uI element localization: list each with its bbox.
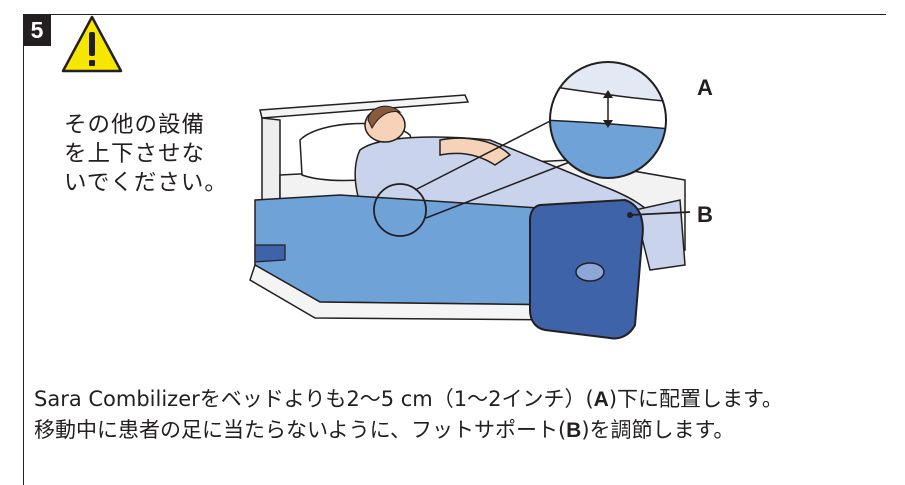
instruction-line-1-end: )下に配置します。	[608, 387, 783, 411]
instruction-line-1: Sara Combilizerをベッドよりも2〜5 cm（1〜2インチ）(A)下…	[34, 384, 894, 415]
warning-triangle-icon	[61, 15, 123, 73]
reference-a: A	[593, 388, 609, 411]
label-a: A	[697, 75, 713, 100]
warning-text: その他の設備 を上下させな いでください。	[64, 111, 239, 198]
instruction-line-2-end: )を調節します。	[581, 418, 735, 442]
instruction-line-1-text: Sara Combilizerをベッドよりも2〜5 cm（1〜2インチ）(	[34, 387, 594, 411]
instruction-line-2: 移動中に患者の足に当たらないように、フットサポート(B)を調節します。	[34, 415, 894, 446]
warning-line: いでください。	[64, 170, 228, 196]
warning-line: を上下させな	[64, 141, 206, 167]
warning-line: その他の設備	[64, 112, 206, 138]
illustration	[249, 61, 691, 340]
reference-b: B	[566, 419, 582, 442]
instruction-text: Sara Combilizerをベッドよりも2〜5 cm（1〜2インチ）(A)下…	[34, 384, 894, 446]
step-number-badge: 5	[23, 14, 51, 46]
label-b: B	[697, 202, 713, 227]
instruction-line-2-text: 移動中に患者の足に当たらないように、フットサポート(	[34, 418, 567, 442]
